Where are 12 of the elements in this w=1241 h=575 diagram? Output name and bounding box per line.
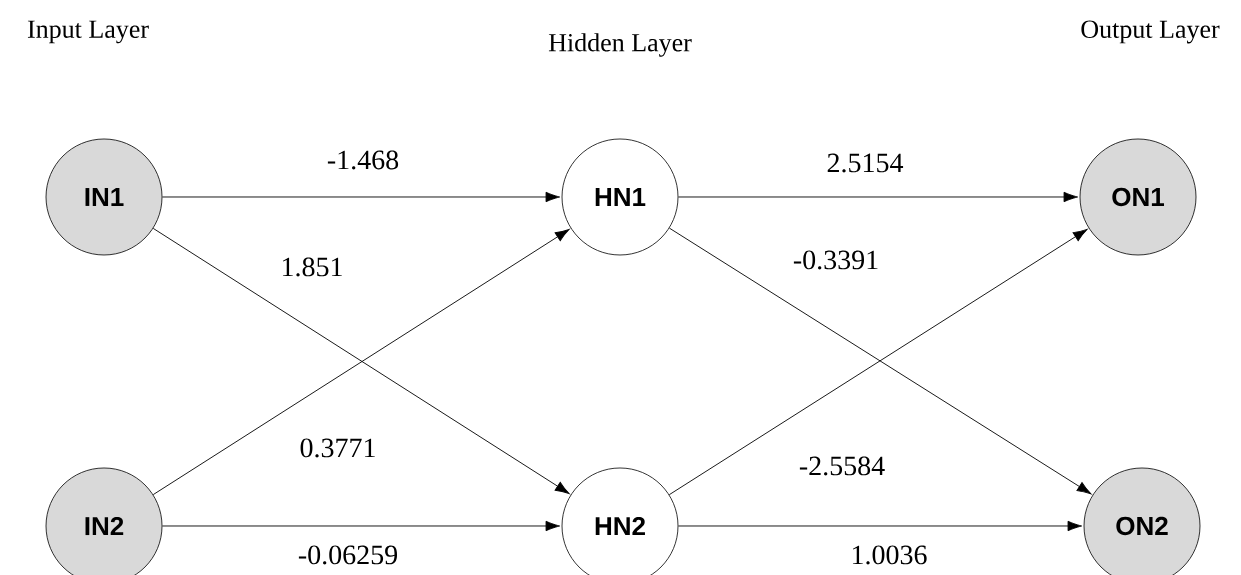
edge-label: 2.5154	[827, 153, 904, 173]
edge-label: -0.3391	[793, 250, 878, 270]
edge-label: 0.3771	[300, 438, 375, 458]
edge-label: 1.0036	[852, 545, 927, 565]
arrow	[161, 520, 561, 532]
arrow	[677, 191, 1079, 203]
edge-label: -1.468	[327, 150, 399, 170]
edge-label: -2.5584	[799, 456, 885, 476]
arrow	[161, 191, 561, 203]
edge-label: -0.06259	[298, 545, 397, 565]
edge-label: 1.851	[283, 257, 342, 277]
arrow	[677, 520, 1083, 532]
